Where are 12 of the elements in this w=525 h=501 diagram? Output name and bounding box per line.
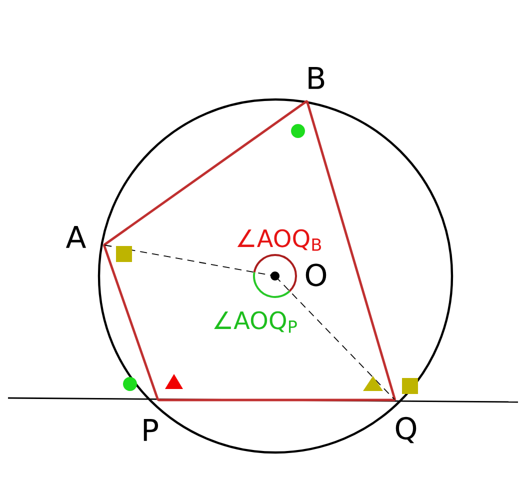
point-label: B — [308, 67, 324, 89]
segment — [103, 100, 308, 246]
point-label: P — [144, 419, 158, 441]
segment — [103, 244, 159, 401]
angle-label: ∠AOQ$_{B}$ — [237, 229, 321, 251]
angle-label: ∠AOQ$_{P}$ — [214, 311, 297, 333]
point-label: O — [306, 264, 326, 286]
point-label: Q — [396, 416, 416, 444]
point-label: A — [66, 226, 86, 248]
segment — [158, 398, 396, 402]
segment — [275, 276, 395, 400]
segment — [306, 100, 396, 401]
